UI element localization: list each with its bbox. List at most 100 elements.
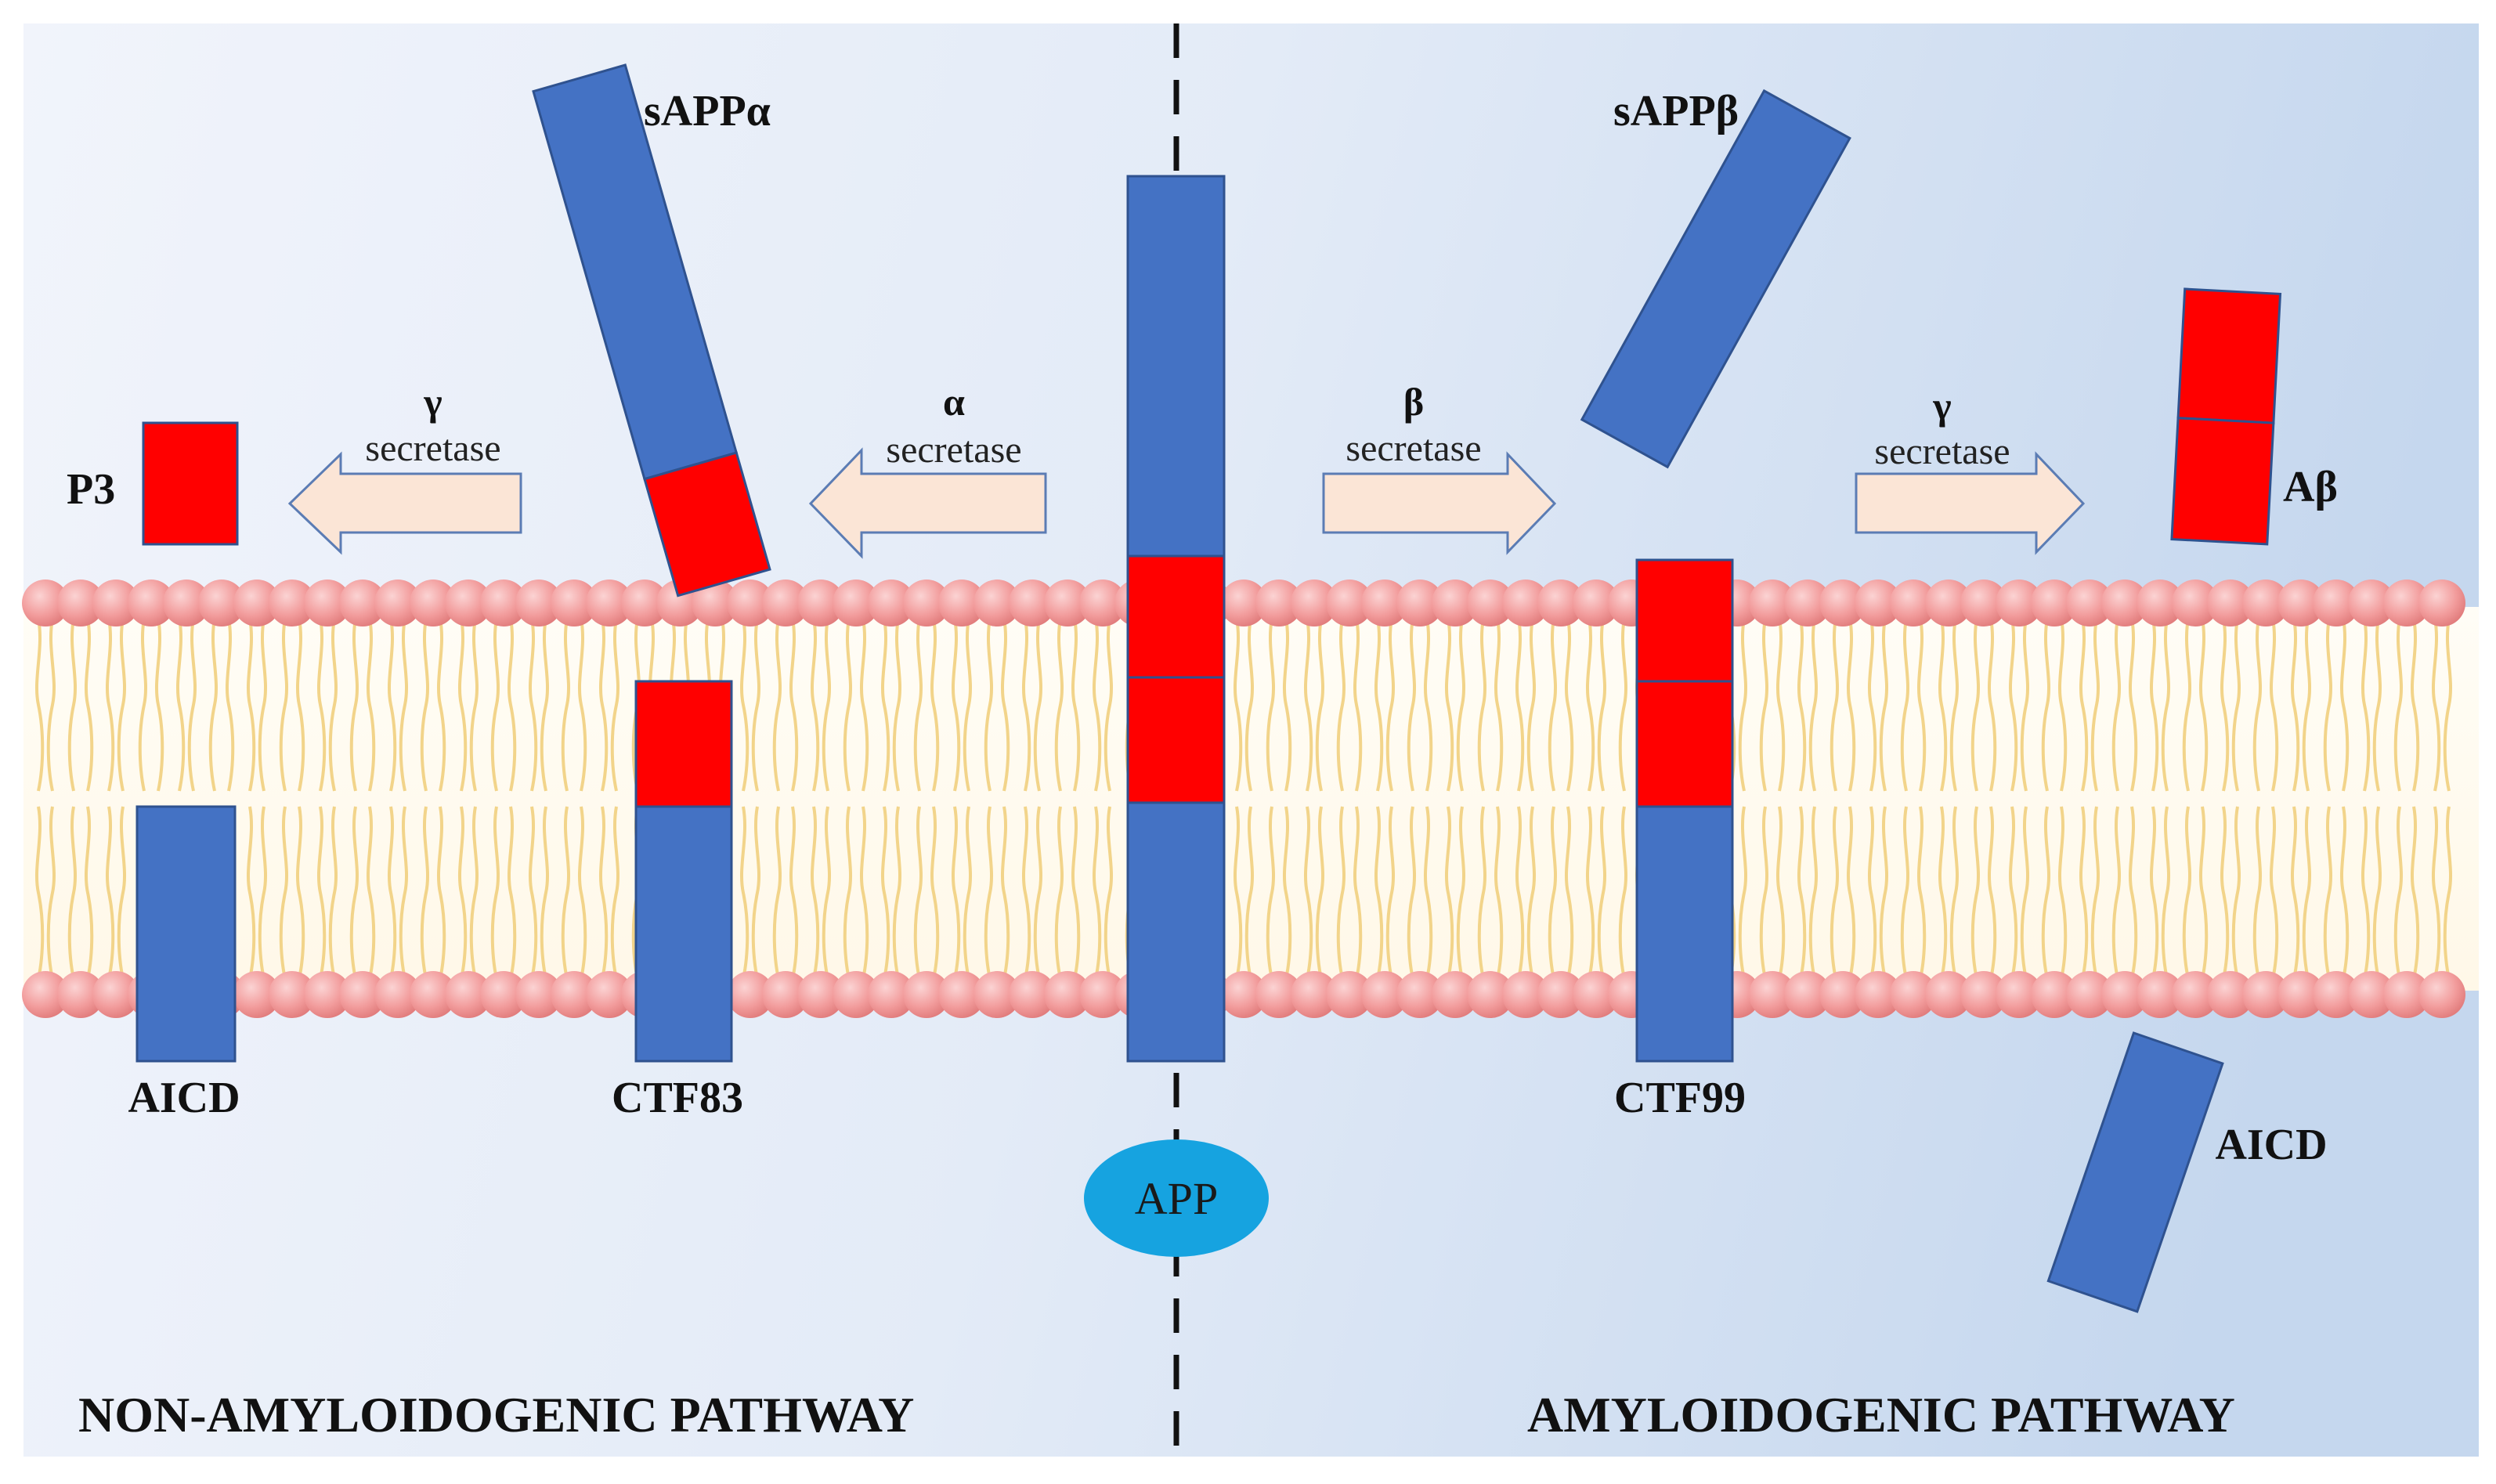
lipid-tail — [1407, 806, 1416, 980]
lipid-head — [339, 580, 386, 626]
lipid-tail — [399, 806, 408, 980]
lipid-head — [1925, 580, 1972, 626]
lipid-tail — [1304, 806, 1313, 980]
lipid-tail — [2020, 806, 2029, 980]
lipid-head — [2207, 580, 2254, 626]
lipid-tail — [2079, 806, 2089, 980]
abeta-fragment — [2170, 287, 2282, 546]
lipid-head — [1291, 971, 1338, 1018]
lipid-tail — [1445, 618, 1454, 792]
lipid-head — [410, 580, 457, 626]
lipid-tail — [106, 806, 115, 980]
lipid-head — [2207, 971, 2254, 1018]
lipid-tail — [1266, 618, 1275, 792]
lipid-head — [1467, 580, 1514, 626]
lipid-head — [269, 971, 316, 1018]
lipid-bilayer — [22, 580, 2479, 1018]
lipid-tail — [1283, 806, 1292, 980]
lipid-tail — [1597, 806, 1606, 980]
aicd-right-label: AICD — [2215, 1121, 2327, 1169]
lipid-head — [2137, 971, 2184, 1018]
lipid-tail — [2302, 806, 2311, 980]
ctf83-label: CTF83 — [612, 1074, 743, 1122]
lipid-tail — [317, 618, 327, 792]
lipid-head — [2031, 580, 2078, 626]
lipid-head — [1396, 971, 1443, 1018]
lipid-tail — [540, 618, 549, 792]
p3-fragment — [142, 421, 239, 546]
lipid-tail — [1385, 618, 1395, 792]
lipid-tail — [1353, 618, 1363, 792]
lipid-tails-lower — [35, 806, 2452, 980]
lipid-tail — [508, 806, 517, 980]
amyloidogenic-pathway-title: AMYLOIDOGENIC PATHWAY — [1527, 1387, 2235, 1442]
lipid-tail — [296, 618, 305, 792]
lipid-head — [2066, 971, 2113, 1018]
lipid-tail — [578, 618, 587, 792]
lipid-tail — [469, 618, 479, 792]
lipid-head — [1432, 580, 1479, 626]
lipid-head — [304, 580, 351, 626]
lipid-tail — [1407, 618, 1416, 792]
lipid-tail — [1586, 618, 1595, 792]
alpha-secretase-arrow: α secretase — [808, 380, 1047, 559]
lipid-tail — [2111, 618, 2121, 792]
lipid-head — [938, 971, 985, 1018]
lipid-tail — [1759, 806, 1768, 980]
app-protein — [1126, 175, 1226, 1063]
lipid-head — [1502, 580, 1549, 626]
lipid-head — [1220, 580, 1267, 626]
lipid-head — [2242, 971, 2289, 1018]
lipid-tail — [2041, 806, 2050, 980]
lipid-tail — [2291, 618, 2300, 792]
lipid-head — [92, 971, 139, 1018]
lipid-head — [233, 971, 280, 1018]
sapp-alpha-fragment — [532, 63, 771, 598]
lipid-head — [551, 580, 598, 626]
lipid-tail — [1001, 806, 1010, 980]
gamma-right-word: secretase — [1874, 431, 2010, 472]
lipid-tail — [1565, 618, 1574, 792]
lipid-head — [2277, 580, 2324, 626]
lipid-heads-upper — [22, 580, 2465, 626]
lipid-tail — [490, 806, 500, 980]
lipid-head — [1044, 971, 1091, 1018]
lipid-tail — [1830, 806, 1839, 980]
lipid-tail — [1879, 806, 1888, 980]
lipid-head — [374, 971, 421, 1018]
lipid-head — [1502, 971, 1549, 1018]
gamma-left-symbol: γ — [423, 380, 442, 424]
lipid-head — [515, 580, 562, 626]
lipid-tail — [1618, 618, 1627, 792]
lipid-head — [868, 971, 915, 1018]
lipid-tail — [1022, 618, 1031, 792]
lipid-head — [2101, 580, 2148, 626]
lipid-tail — [117, 806, 126, 980]
lipid-tail — [984, 806, 993, 980]
lipid-head — [1044, 580, 1091, 626]
lipid-head — [1573, 971, 1620, 1018]
lipid-tail — [317, 806, 327, 980]
lipid-head — [1009, 971, 1056, 1018]
lipid-tail — [578, 806, 587, 980]
lipid-tail — [2150, 806, 2159, 980]
lipid-head — [339, 971, 386, 1018]
lipid-head — [551, 971, 598, 1018]
lipid-tail — [1548, 618, 1557, 792]
lipid-head — [163, 580, 210, 626]
lipid-head — [973, 971, 1020, 1018]
lipid-tail — [843, 806, 852, 980]
lipid-tail — [2129, 618, 2138, 792]
lipid-tail — [2041, 618, 2050, 792]
lipid-tail — [913, 806, 923, 980]
lipid-tail — [881, 806, 890, 980]
lipid-tail — [843, 618, 852, 792]
lipid-head — [1467, 971, 1514, 1018]
lipid-tail — [399, 618, 408, 792]
lipid-head — [22, 971, 69, 1018]
lipid-tail — [2150, 618, 2159, 792]
lipid-head — [2313, 971, 2360, 1018]
lipid-tail — [860, 618, 869, 792]
lipid-head — [198, 580, 245, 626]
